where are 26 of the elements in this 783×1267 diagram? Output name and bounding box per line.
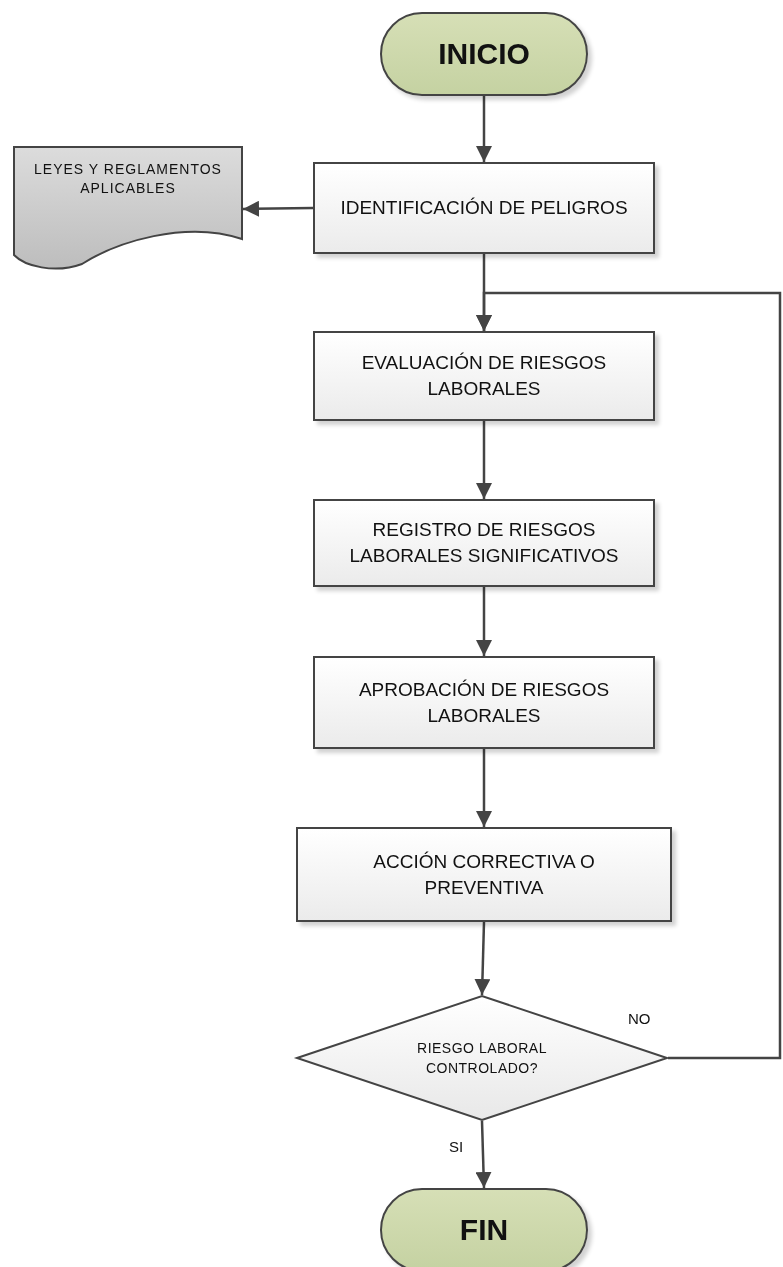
arrow (476, 96, 492, 162)
arrow (243, 200, 313, 217)
document-label: LEYES Y REGLAMENTOS APLICABLES (33, 160, 223, 198)
decision-diamond (296, 995, 668, 1121)
terminal-shape (380, 12, 588, 96)
terminal-label: INICIO (438, 37, 530, 71)
arrow (475, 1120, 492, 1189)
process-label: ACCIÓN CORRECTIVA O PREVENTIVA (372, 849, 596, 900)
arrow (476, 749, 492, 827)
document-shape (13, 146, 243, 272)
decision-label: RIESGO LABORAL CONTROLADO? (416, 1039, 548, 1078)
process-box (313, 331, 655, 421)
arrow (476, 587, 492, 656)
process-box (296, 827, 672, 922)
process-box (313, 499, 655, 587)
process-label: EVALUACIÓN DE RIESGOS LABORALES (360, 351, 608, 401)
terminal-label: FIN (459, 1213, 509, 1247)
terminal-shape (380, 1188, 588, 1267)
arrow (476, 291, 782, 1060)
process-label: APROBACIÓN DE RIESGOS LABORALES (357, 677, 611, 728)
arrow (476, 421, 492, 499)
process-box (313, 162, 655, 254)
process-box (313, 656, 655, 749)
process-label: REGISTRO DE RIESGOS LABORALES SIGNIFICATIVOS (348, 518, 620, 568)
process-label: IDENTIFICACIÓN DE PELIGROS (340, 196, 628, 220)
arrow (474, 921, 491, 996)
